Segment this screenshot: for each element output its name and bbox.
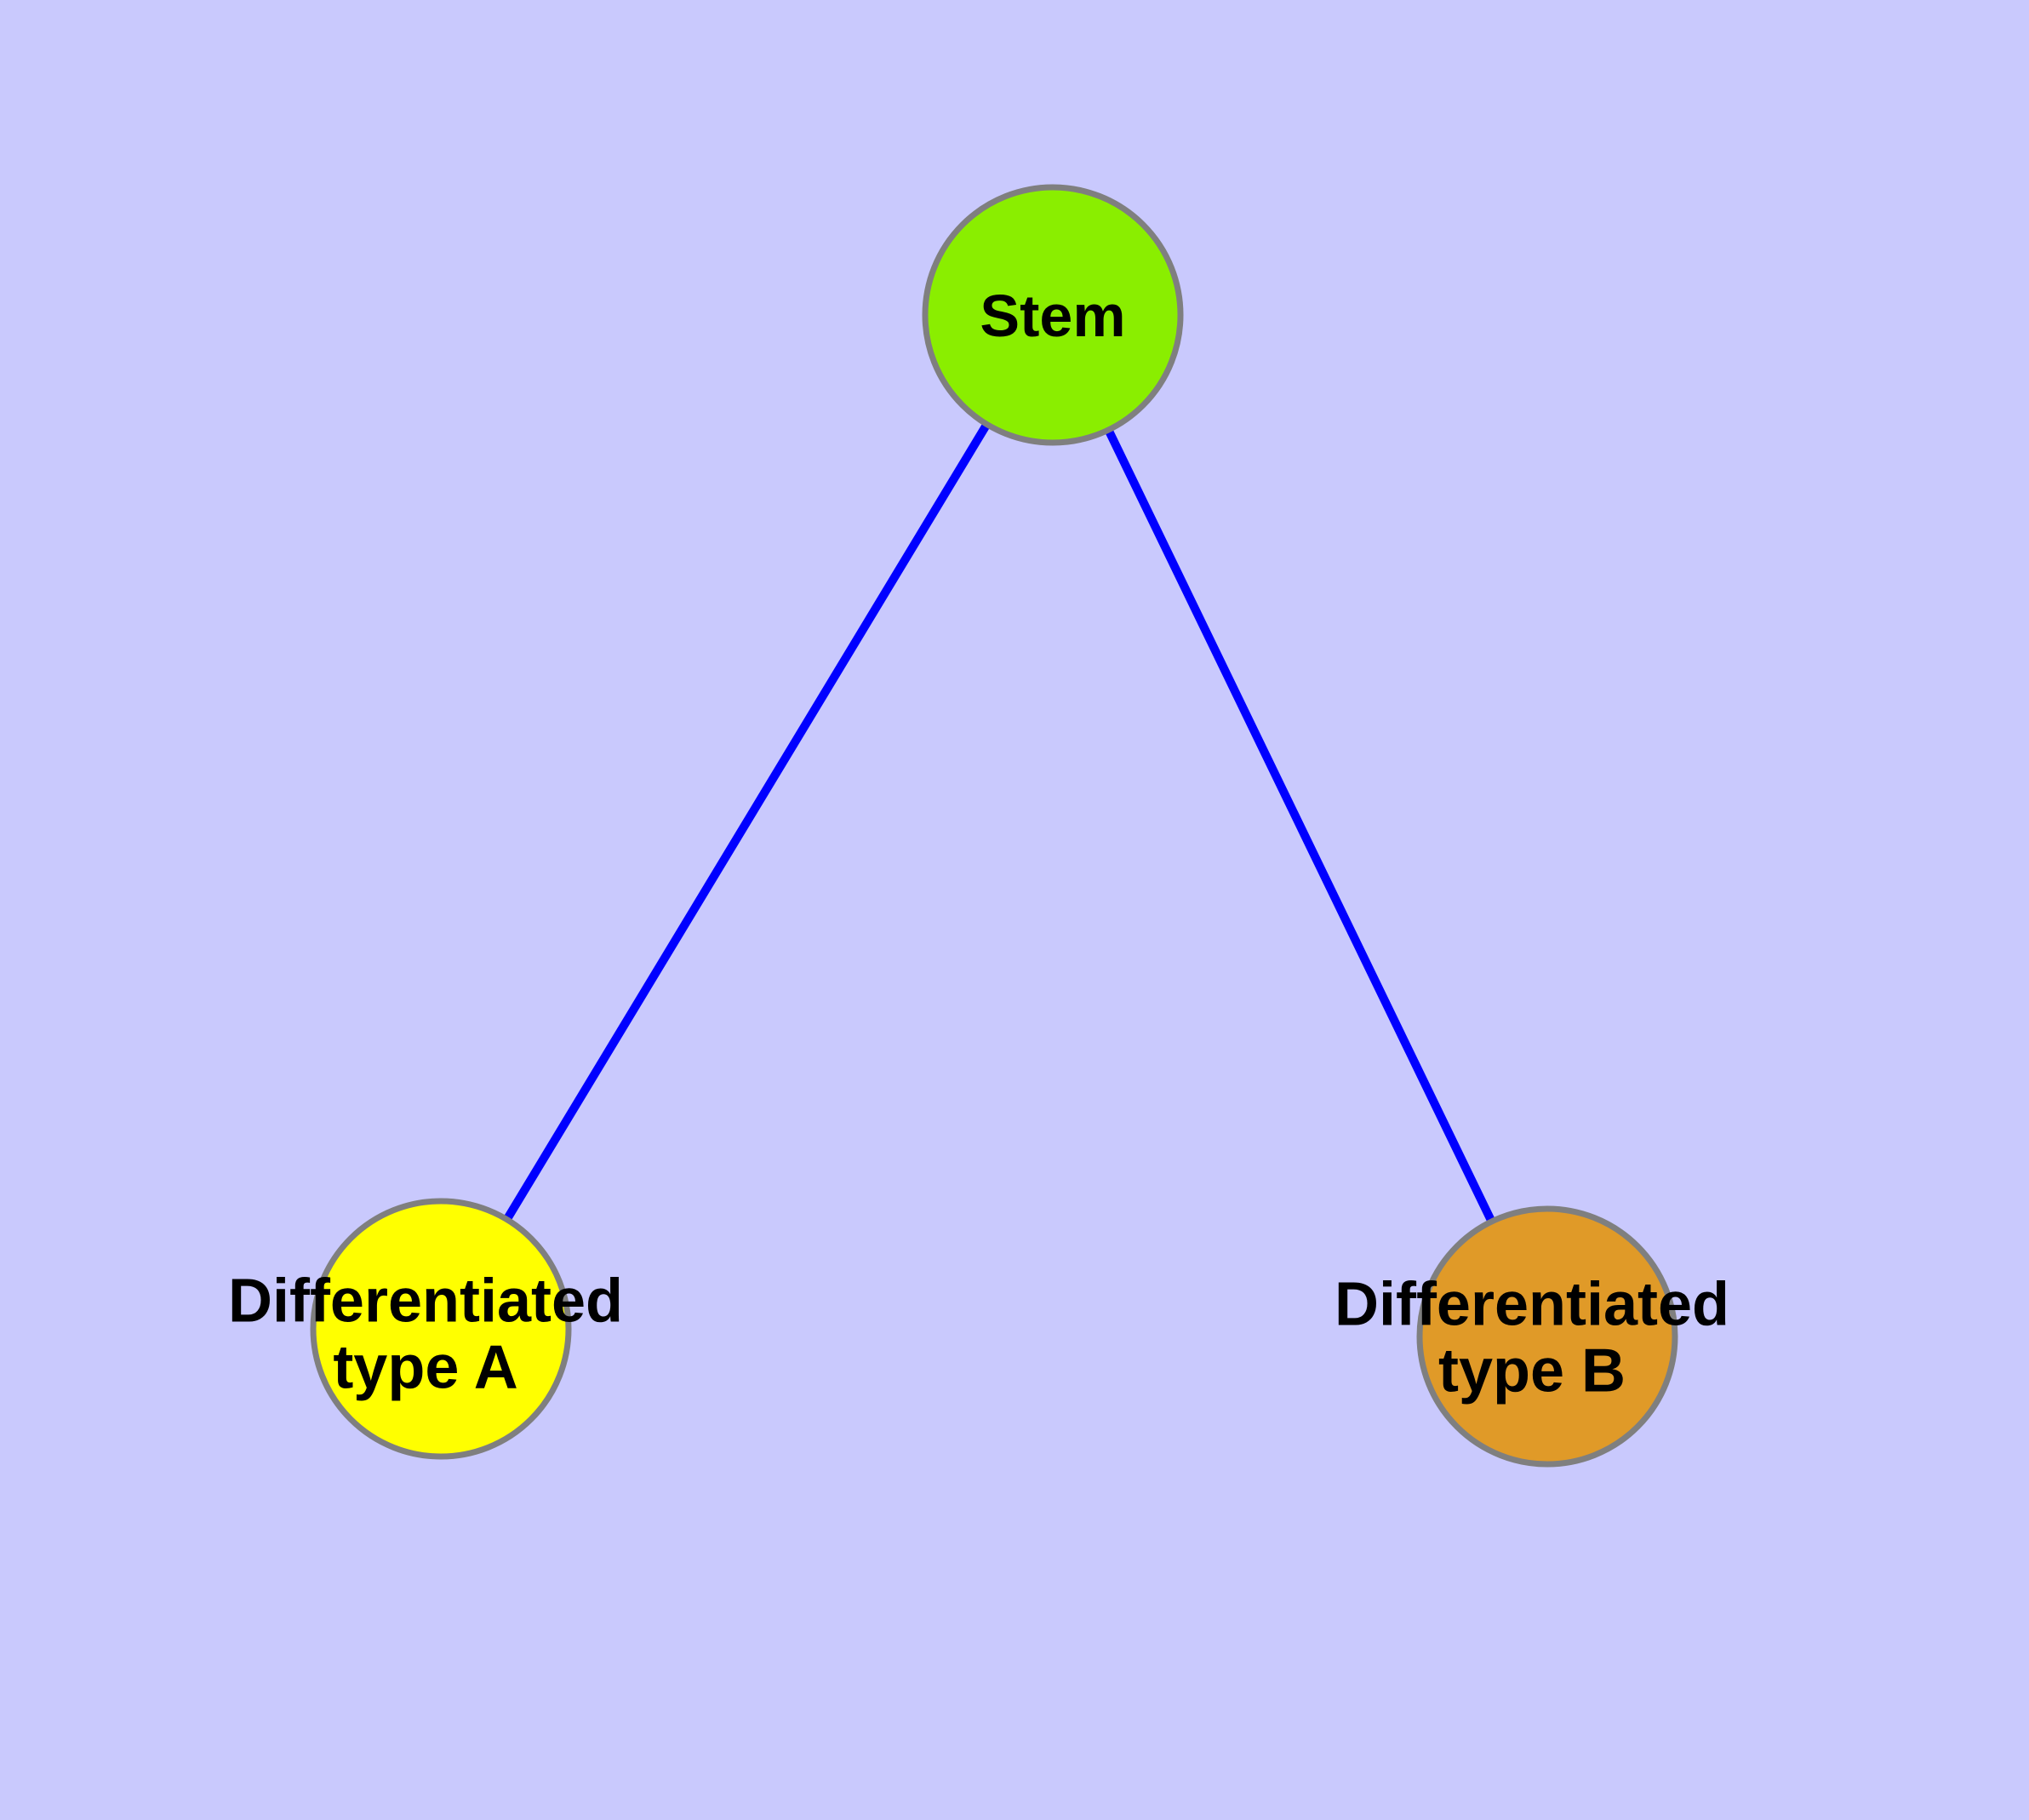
- graph-edge-stem-to-diff-a[interactable]: [437, 312, 1057, 1331]
- graph-edge-stem-to-diff-b[interactable]: [1049, 312, 1552, 1339]
- edges-group: [437, 312, 1552, 1339]
- graph-node-diff-a[interactable]: [310, 1198, 572, 1460]
- nodes-group: [310, 184, 1678, 1468]
- graph-node-stem[interactable]: [922, 184, 1184, 446]
- graph-node-diff-b[interactable]: [1416, 1205, 1678, 1468]
